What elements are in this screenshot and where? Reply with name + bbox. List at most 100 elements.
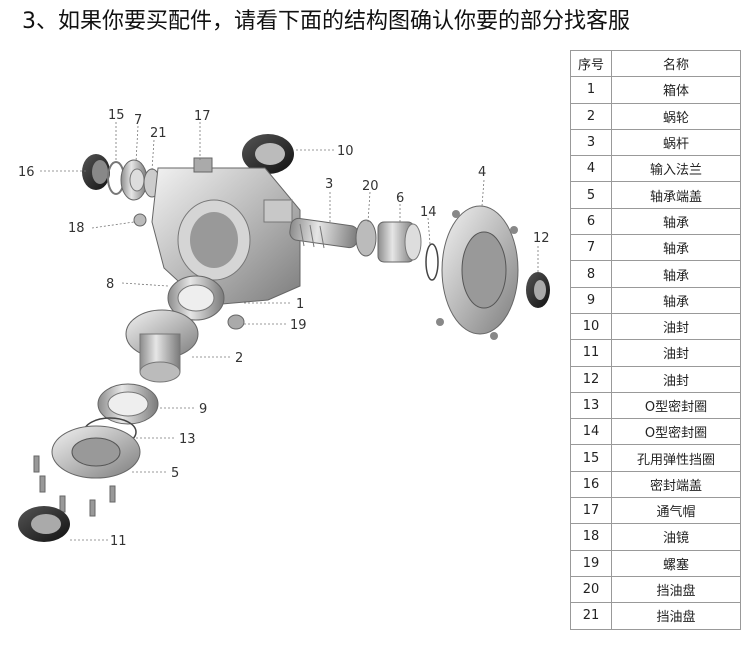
part-name-cell: 轴承 — [611, 234, 741, 262]
callout-6: 6 — [396, 191, 404, 206]
part-2-worm-gear — [125, 309, 199, 383]
callout-13: 13 — [179, 432, 196, 447]
callout-21: 21 — [150, 126, 167, 141]
part-1-housing — [151, 157, 301, 305]
header-name: 名称 — [611, 49, 741, 78]
page-heading: 3、如果你要买配件，请看下面的结构图确认你要的部分找客服 — [22, 9, 630, 34]
part-name-cell: O型密封圈 — [611, 391, 741, 420]
part-name-cell: 螺塞 — [611, 549, 741, 577]
callout-8: 8 — [106, 277, 114, 292]
callout-labels: 1 2 3 4 5 6 7 8 9 10 11 12 13 14 15 16 1… — [18, 108, 550, 549]
part-name-cell: 油封 — [611, 365, 741, 393]
part-5-bearing-cap — [51, 425, 141, 479]
part-number-cell: 7 — [570, 234, 612, 262]
part-10-oil-seal — [242, 134, 294, 174]
part-number-cell: 9 — [570, 286, 612, 314]
part-7-bearing — [120, 159, 148, 201]
part-number-cell: 19 — [570, 549, 612, 577]
table-header-row: 序号名称 — [570, 49, 741, 78]
part-number-cell: 21 — [570, 602, 612, 630]
callout-4: 4 — [478, 165, 486, 180]
part-number-cell: 8 — [570, 260, 612, 288]
part-19-plug — [227, 314, 245, 330]
part-name-cell: O型密封圈 — [611, 418, 741, 446]
callout-2: 2 — [235, 351, 243, 366]
callout-11: 11 — [110, 534, 127, 549]
part-11-oil-seal — [18, 506, 70, 542]
part-name-cell: 油封 — [611, 339, 741, 367]
part-number-cell: 4 — [570, 155, 612, 183]
part-name-cell: 通气帽 — [611, 497, 741, 525]
callout-7: 7 — [134, 113, 142, 128]
callout-3: 3 — [325, 177, 333, 192]
part-number-cell: 11 — [570, 339, 612, 367]
part-6-bearing — [377, 221, 422, 263]
part-number-cell: 18 — [570, 523, 612, 551]
part-12-oil-seal — [526, 272, 550, 308]
part-name-cell: 轴承 — [611, 207, 741, 236]
part-name-cell: 轴承 — [611, 286, 741, 314]
part-14-o-ring — [425, 243, 439, 281]
callout-5: 5 — [171, 466, 179, 481]
part-number-cell: 13 — [570, 391, 612, 420]
callout-10: 10 — [337, 144, 354, 159]
part-name-cell: 挡油盘 — [611, 575, 741, 604]
callout-9: 9 — [199, 402, 207, 417]
part-name-cell: 密封端盖 — [611, 470, 741, 499]
header-number: 序号 — [570, 49, 612, 78]
callout-1: 1 — [296, 297, 304, 312]
part-number-cell: 5 — [570, 181, 612, 209]
callout-15: 15 — [108, 108, 125, 123]
callout-14: 14 — [420, 205, 437, 220]
callout-19: 19 — [290, 318, 307, 333]
part-number-cell: 12 — [570, 365, 612, 393]
part-9-bearing — [97, 383, 159, 425]
part-8-bearing — [167, 275, 225, 321]
part-name-cell: 挡油盘 — [611, 602, 741, 630]
part-16-seal-cover — [82, 154, 110, 190]
part-name-cell: 箱体 — [611, 76, 741, 104]
part-number-cell: 10 — [570, 312, 612, 341]
part-name-cell: 轴承端盖 — [611, 181, 741, 209]
callout-12: 12 — [533, 231, 550, 246]
part-name-cell: 油封 — [611, 312, 741, 341]
part-number-cell: 14 — [570, 418, 612, 446]
part-name-cell: 油镜 — [611, 523, 741, 551]
part-name-cell: 轴承 — [611, 260, 741, 288]
part-number-cell: 17 — [570, 497, 612, 525]
part-number-cell: 15 — [570, 444, 612, 472]
part-number-cell: 2 — [570, 102, 612, 130]
leader-lines — [40, 122, 539, 541]
part-number-cell: 3 — [570, 128, 612, 157]
exploded-view-diagram: 1 2 3 4 5 6 7 8 9 10 11 12 13 14 15 16 1… — [18, 108, 550, 549]
part-3-worm-shaft — [289, 217, 359, 249]
part-4-input-flange — [436, 205, 519, 340]
part-20-oil-disc — [355, 219, 377, 257]
part-number-cell: 16 — [570, 470, 612, 499]
part-number-cell: 6 — [570, 207, 612, 236]
callout-18: 18 — [68, 221, 85, 236]
part-18-oil-sight — [133, 213, 147, 227]
part-number-cell: 20 — [570, 575, 612, 604]
callout-20: 20 — [362, 179, 379, 194]
